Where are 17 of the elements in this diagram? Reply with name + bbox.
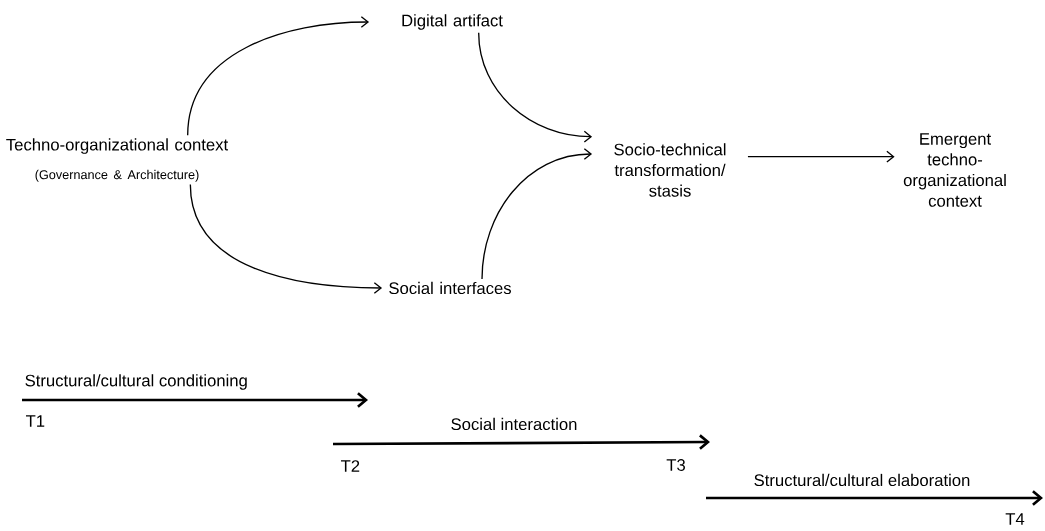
node-text: Techno-organizational context (Governance & Architecture) [6,138,229,182]
curved-arrow [187,16,370,137]
time-label: T3 [666,459,685,471]
time-label: T1 [26,415,45,427]
phase-label: Social interaction [451,417,577,431]
curved-arrow [189,183,383,294]
node-text: Socio-technical transformation/ stasis [614,143,726,197]
phase-label: Structural/cultural elaboration [754,473,970,487]
node-text: Emergent techno-organizational context [903,133,1006,207]
phase-label: Structural/cultural conditioning [25,374,247,390]
time-label: T4 [1005,513,1025,525]
time-label: T2 [341,460,360,472]
node-text: Social interfaces [389,281,511,295]
curved-arrow [478,32,593,143]
node-text: Digital artifact [402,14,503,30]
curved-arrow [481,148,593,280]
arrow [747,150,895,163]
